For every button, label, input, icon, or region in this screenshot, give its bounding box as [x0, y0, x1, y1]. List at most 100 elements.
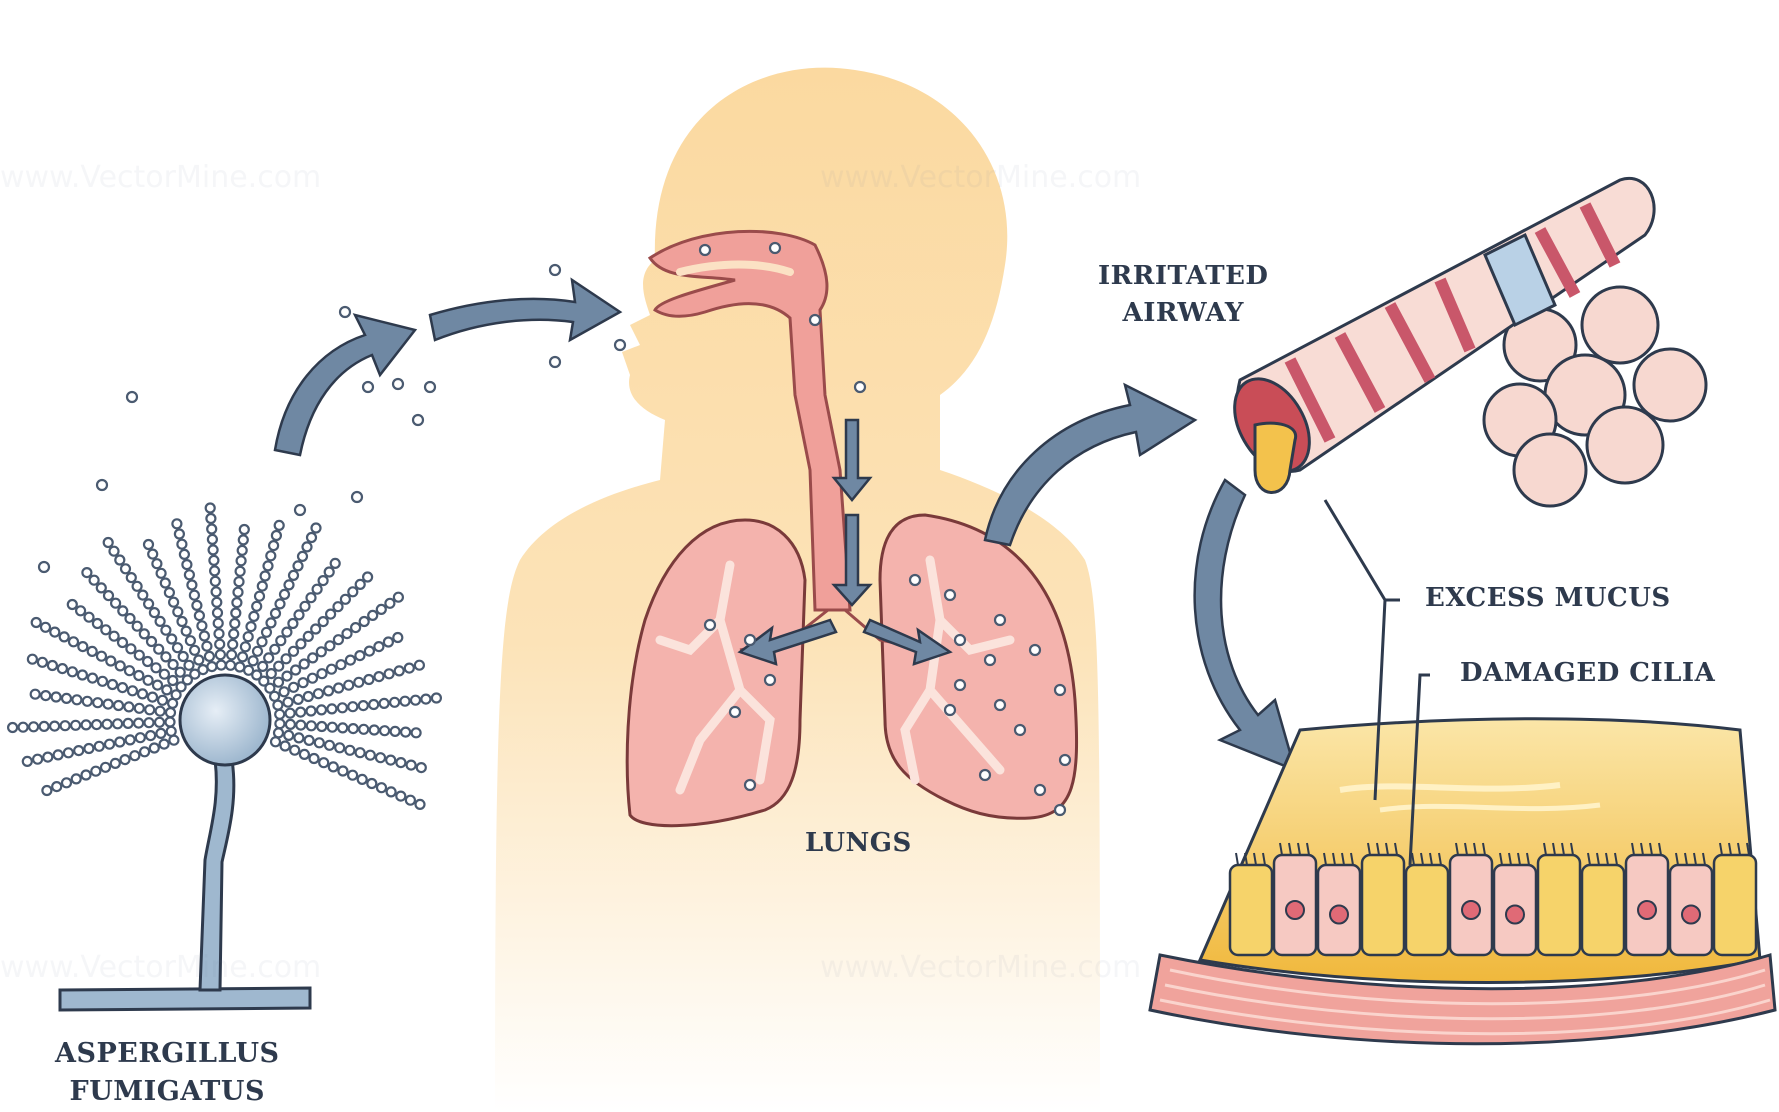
spore: [324, 686, 333, 695]
spore: [258, 637, 267, 646]
spore: [144, 676, 153, 685]
spore: [272, 531, 281, 540]
spore: [380, 699, 389, 708]
spore: [985, 655, 995, 665]
spore: [215, 629, 224, 638]
spore: [810, 315, 820, 325]
spore: [194, 656, 203, 665]
spore: [314, 689, 323, 698]
spore: [415, 661, 424, 670]
spore: [374, 642, 383, 651]
spore: [348, 587, 357, 596]
spore: [396, 758, 405, 767]
spore: [384, 638, 393, 647]
spore: [214, 619, 223, 628]
spore: [136, 733, 145, 742]
spore: [62, 694, 71, 703]
spore: [356, 748, 365, 757]
spore: [140, 629, 149, 638]
spore: [190, 646, 199, 655]
spore: [290, 746, 299, 755]
arrow-to-nose: [430, 280, 620, 340]
spore: [1055, 685, 1065, 695]
spore: [186, 636, 195, 645]
spore: [282, 654, 291, 663]
spore: [425, 382, 435, 392]
spore: [78, 671, 87, 680]
spore: [48, 661, 57, 670]
spore: [157, 569, 166, 578]
spore: [385, 599, 394, 608]
spore: [294, 561, 303, 570]
spore: [745, 635, 755, 645]
spore: [50, 628, 59, 637]
spore: [319, 576, 328, 585]
spore: [253, 647, 262, 656]
spore: [295, 610, 304, 619]
spore: [955, 635, 965, 645]
spore: [377, 605, 386, 614]
spore: [135, 651, 144, 660]
spore: [352, 492, 362, 502]
spore: [980, 770, 990, 780]
spore: [359, 701, 368, 710]
spore: [124, 702, 133, 711]
spore: [359, 725, 368, 734]
spore: [166, 708, 175, 717]
spore: [207, 525, 216, 534]
spore: [197, 621, 206, 630]
spore: [118, 606, 127, 615]
spore: [239, 535, 248, 544]
spore: [172, 519, 181, 528]
cell-nucleus: [1330, 906, 1348, 924]
spore: [360, 617, 369, 626]
spore: [235, 663, 244, 672]
spore: [182, 560, 191, 569]
spore: [550, 357, 560, 367]
spore: [318, 669, 327, 678]
spore: [110, 632, 119, 641]
spore: [358, 775, 367, 784]
spore: [200, 632, 209, 641]
spore: [280, 687, 289, 696]
spore: [118, 638, 127, 647]
spore: [185, 661, 194, 670]
spore: [329, 762, 338, 771]
spore: [232, 598, 241, 607]
spore: [126, 735, 135, 744]
spore: [298, 552, 307, 561]
epithelial-cell: [1582, 865, 1624, 955]
spore: [375, 672, 384, 681]
spore: [166, 718, 175, 727]
spore: [326, 610, 335, 619]
spore: [173, 607, 182, 616]
spore: [300, 750, 309, 759]
spore: [289, 683, 298, 692]
spore: [264, 561, 273, 570]
spore: [52, 693, 61, 702]
spore: [215, 640, 224, 649]
spore: [160, 670, 169, 679]
watermark: www.VectorMine.com: [0, 160, 321, 195]
spore: [206, 504, 215, 513]
aspergillus-fumigatus-illustration: [8, 504, 441, 1011]
spore: [179, 652, 188, 661]
spore: [275, 719, 284, 728]
spore: [995, 615, 1005, 625]
spore: [315, 738, 324, 747]
spore: [167, 635, 176, 644]
airway-tissue-section: [1150, 719, 1775, 1044]
cell-nucleus: [1682, 906, 1700, 924]
spore: [177, 540, 186, 549]
spore: [274, 678, 283, 687]
spore: [356, 580, 365, 589]
spore: [390, 698, 399, 707]
spore: [348, 771, 357, 780]
spore: [241, 642, 250, 651]
spore: [238, 652, 247, 661]
spore: [62, 778, 71, 787]
spore: [280, 590, 289, 599]
spore: [295, 505, 305, 515]
spore: [121, 755, 130, 764]
spore: [394, 593, 403, 602]
